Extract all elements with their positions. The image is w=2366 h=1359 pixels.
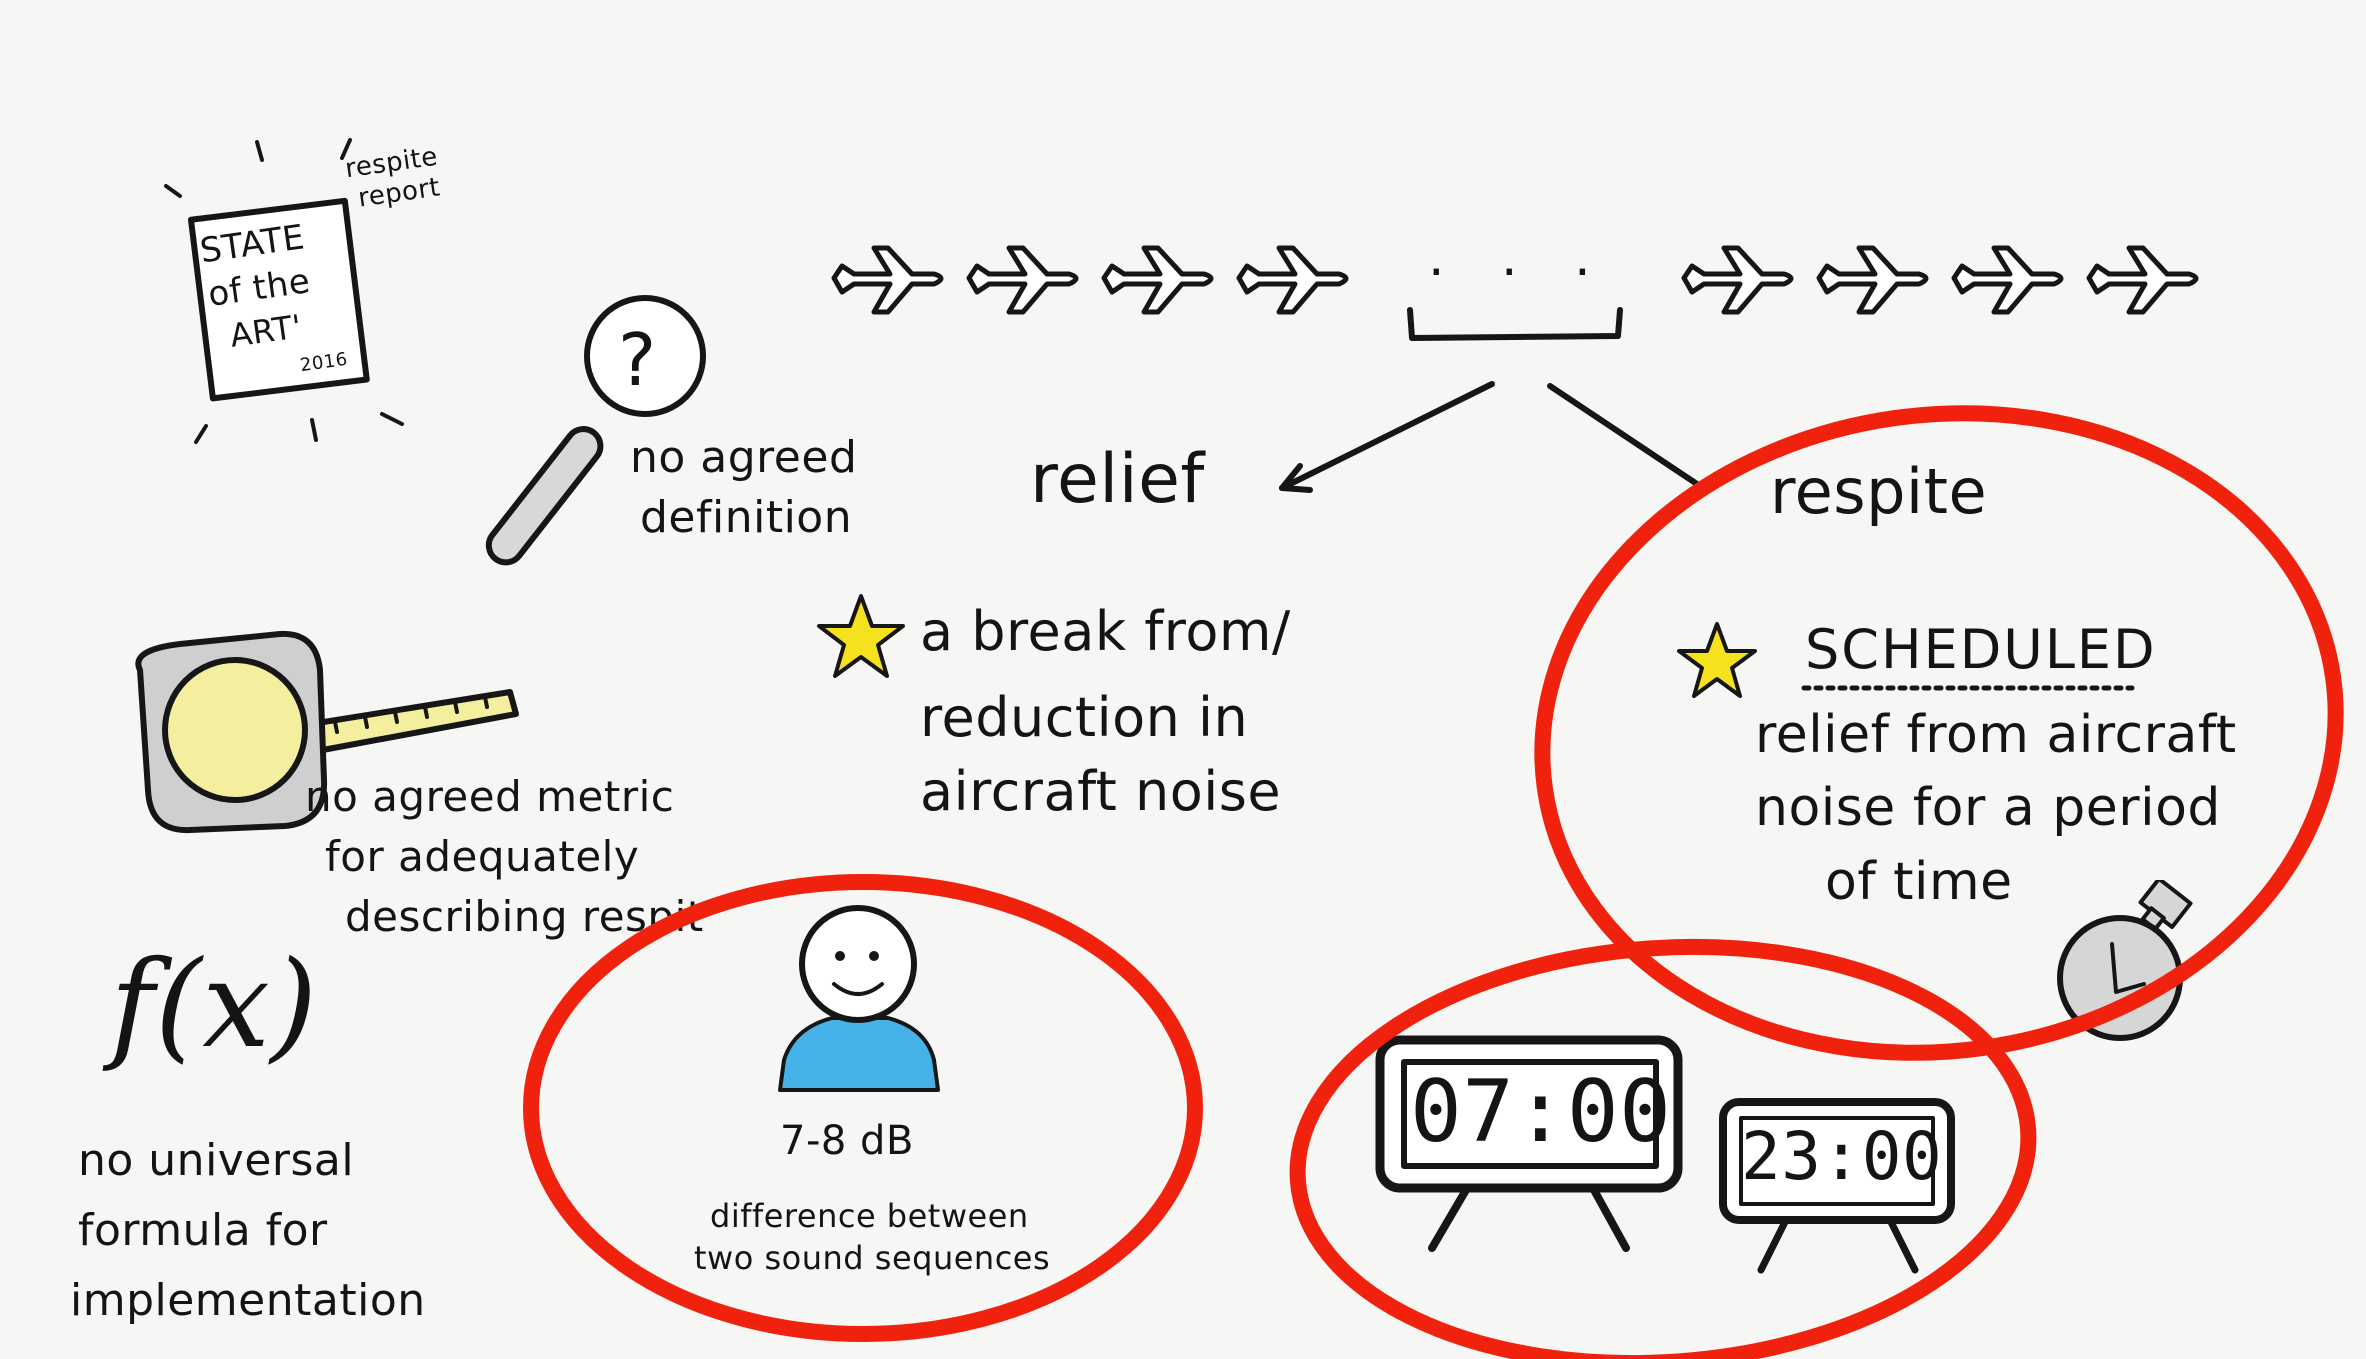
clocks-highlight-ellipse [1289,938,2037,1359]
flights-ellipsis: . . . [1428,228,1611,288]
respite-highlight-ellipse [1534,405,2344,1061]
tape-label-1: no agreed metric [305,772,675,821]
plane-icon [1816,245,1929,315]
listener-caption-1: difference between [710,1197,1029,1235]
arrow-to-relief [1279,381,1495,491]
report-doc-icon [164,138,404,444]
plane-icon [1681,245,1794,315]
respite-scheduled: SCHEDULED [1805,618,2157,681]
formula-label-1: no universal [78,1135,355,1186]
plane-icon [1951,245,2064,315]
relief-definition-3: aircraft noise [920,760,1282,823]
plane-icon [966,245,1079,315]
respite-title: respite [1770,455,1988,528]
listener-db-value: 7-8 dB [780,1118,914,1164]
relief-definition-1: a break from/ [920,600,1291,663]
tape-measure-icon [135,630,519,834]
listener-caption-2: two sound sequences [694,1239,1051,1277]
magnifier-label-1: no agreed [630,432,858,483]
relief-title: relief [1030,440,1205,519]
relief-star-icon [817,594,905,678]
clock-0700-display: 07:00 [1410,1062,1672,1162]
flights-row [831,245,2199,315]
clock-0700-icon [1375,1035,1683,1252]
respite-definition-2: noise for a period [1755,778,2221,838]
formula-label-3: implementation [70,1275,426,1326]
formula-label-2: formula for [78,1205,328,1256]
split-arrows [1279,307,1703,493]
respite-star-icon [1677,622,1757,698]
plane-icon [831,245,944,315]
magnifier-icon [485,295,706,566]
relief-definition-2: reduction in [920,686,1249,749]
clock-2300-icon [1719,1098,1955,1274]
formula-glyph: f(x) [110,936,318,1075]
listener-person-icon [778,905,940,1092]
respite-definition-1: relief from aircraft [1755,705,2237,765]
arrow-to-respite [1547,383,1703,489]
plane-icon [2086,245,2199,315]
plane-icon [1101,245,1214,315]
listener-highlight-ellipse [523,874,1203,1342]
magnifier-label-2: definition [640,492,853,543]
scheduled-dotted-underline [1801,685,2135,691]
magnifier-question-mark: ? [618,318,657,402]
tape-label-2: for adequately [325,832,640,881]
plane-icon [1236,245,1349,315]
respite-definition-3: of time [1825,852,2013,912]
clock-2300-display: 23:00 [1741,1118,1943,1195]
